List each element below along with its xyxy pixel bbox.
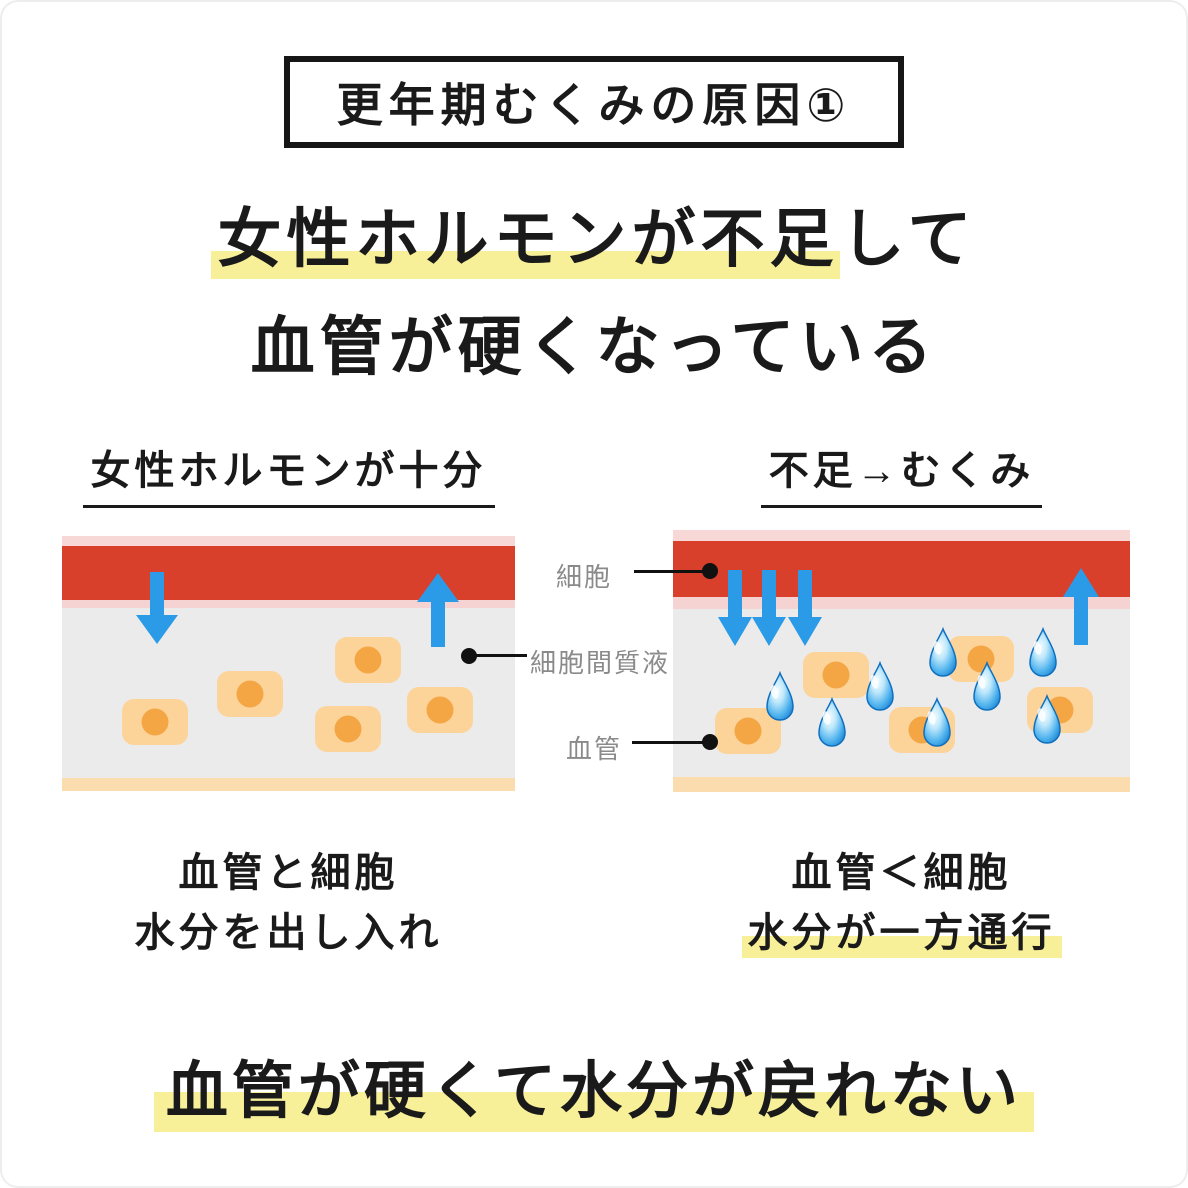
label-blood-vessel: 血管 xyxy=(566,734,623,764)
cell-nucleus xyxy=(426,696,454,724)
band-skin-inner xyxy=(673,597,1130,609)
cell-nucleus xyxy=(354,646,382,674)
label-cell-connector-dot xyxy=(702,563,718,579)
title-box: 更年期むくみの原因① xyxy=(284,56,904,148)
diagram-right xyxy=(673,530,1130,792)
cell xyxy=(217,671,283,717)
water-droplet-icon xyxy=(923,697,951,747)
label-fluid-connector-dot xyxy=(461,648,477,664)
water-droplet-icon xyxy=(766,671,794,721)
water-droplet-icon xyxy=(929,627,957,677)
water-droplet-icon xyxy=(866,661,894,711)
band-base xyxy=(673,777,1130,792)
label-cell-connector-line xyxy=(634,570,706,573)
cell xyxy=(889,707,955,753)
label-vessel-connector-line xyxy=(632,741,704,744)
water-droplet-icon xyxy=(973,661,1001,711)
cell xyxy=(315,706,381,752)
flow-arrow-down-icon xyxy=(136,572,178,644)
right-caption-line-2: 水分が一方通行 xyxy=(673,900,1130,958)
water-droplet-icon xyxy=(1029,627,1057,677)
band-skin-top xyxy=(673,530,1130,541)
heading-highlighted-text: 女性ホルモンが不足 xyxy=(211,203,841,279)
left-caption-line-1: 血管と細胞 xyxy=(178,851,399,895)
label-fluid-connector-line xyxy=(471,654,527,657)
band-vessel-wall xyxy=(673,541,1130,597)
right-caption-highlighted: 水分が一方通行 xyxy=(741,911,1062,958)
water-droplet-icon xyxy=(1033,694,1061,744)
cell-nucleus xyxy=(334,715,362,743)
flow-arrow-down-icon xyxy=(718,570,752,646)
band-skin-top xyxy=(62,536,515,546)
conclusion-highlighted: 血管が硬くて水分が戻れない xyxy=(153,1057,1035,1132)
left-panel-subtitle: 女性ホルモンが十分 xyxy=(62,438,515,508)
left-panel-subtitle-text: 女性ホルモンが十分 xyxy=(82,438,495,508)
label-vessel-connector-dot xyxy=(702,734,718,750)
band-skin-inner xyxy=(62,600,515,608)
label-interstitial-fluid: 細胞間質液 xyxy=(530,648,671,678)
water-droplet-icon xyxy=(818,697,846,747)
main-heading-line-1: 女性ホルモンが不足して xyxy=(0,188,1188,280)
main-heading-line-2: 血管が硬くなっている xyxy=(250,311,938,383)
flow-arrow-down-icon xyxy=(752,570,786,646)
cell xyxy=(407,687,473,733)
band-base xyxy=(62,778,515,791)
cell xyxy=(803,652,869,698)
heading-rest-text: して xyxy=(840,203,977,275)
cell xyxy=(948,636,1014,682)
diagram-left xyxy=(62,536,515,791)
right-panel-subtitle-text: 不足→むくみ xyxy=(760,438,1043,508)
cell xyxy=(122,699,188,745)
right-panel-subtitle: 不足→むくみ xyxy=(673,438,1130,508)
cell-nucleus xyxy=(734,717,762,745)
flow-arrow-up-icon xyxy=(417,573,459,647)
conclusion-line: 血管が硬くて水分が戻れない xyxy=(0,1040,1188,1132)
flow-arrow-up-icon xyxy=(1063,568,1099,645)
page-title: 更年期むくみの原因① xyxy=(336,79,852,131)
cell-nucleus xyxy=(236,680,264,708)
flow-arrow-down-icon xyxy=(788,570,822,646)
cell-nucleus xyxy=(141,708,169,736)
left-caption-line-2: 水分を出し入れ xyxy=(134,911,443,955)
label-cell: 細胞 xyxy=(556,562,613,592)
cell-nucleus xyxy=(822,661,850,689)
cell xyxy=(335,637,401,683)
right-caption-line-1: 血管＜細胞 xyxy=(791,851,1012,895)
